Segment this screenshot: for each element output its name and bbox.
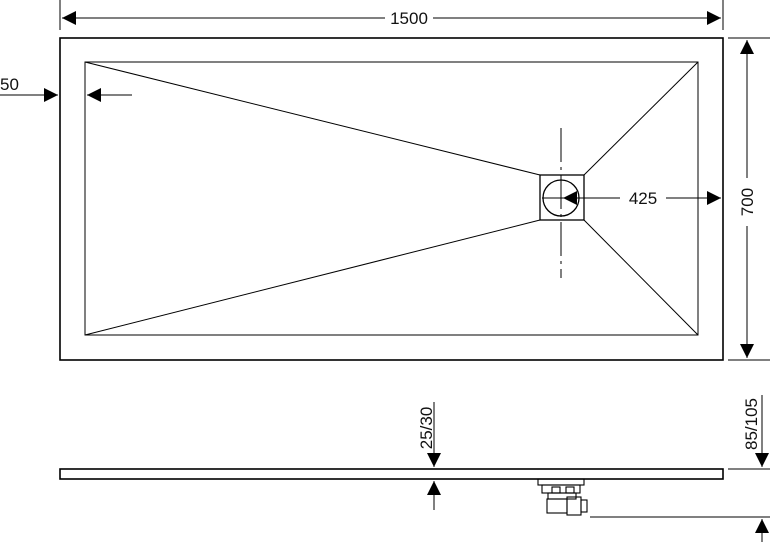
tray-outline: [59, 37, 724, 361]
rim-label: 50: [0, 75, 19, 94]
thickness-label: 25/30: [417, 407, 436, 450]
width-label: 1500: [390, 9, 428, 28]
height-dimension: [728, 37, 770, 361]
slope-line: [583, 219, 699, 336]
slope-line: [583, 61, 699, 176]
width-dimension: [59, 0, 724, 30]
drain-trap: [537, 478, 588, 516]
drain-offset-label: 425: [629, 189, 657, 208]
total-height-label: 85/105: [742, 398, 761, 450]
top-view: [59, 37, 724, 361]
total-height-dimension: [590, 395, 770, 542]
slope-line: [84, 61, 541, 176]
height-label: 700: [738, 188, 757, 216]
slope-line: [84, 219, 541, 336]
tray-profile: [59, 468, 724, 480]
side-view: [59, 468, 724, 516]
